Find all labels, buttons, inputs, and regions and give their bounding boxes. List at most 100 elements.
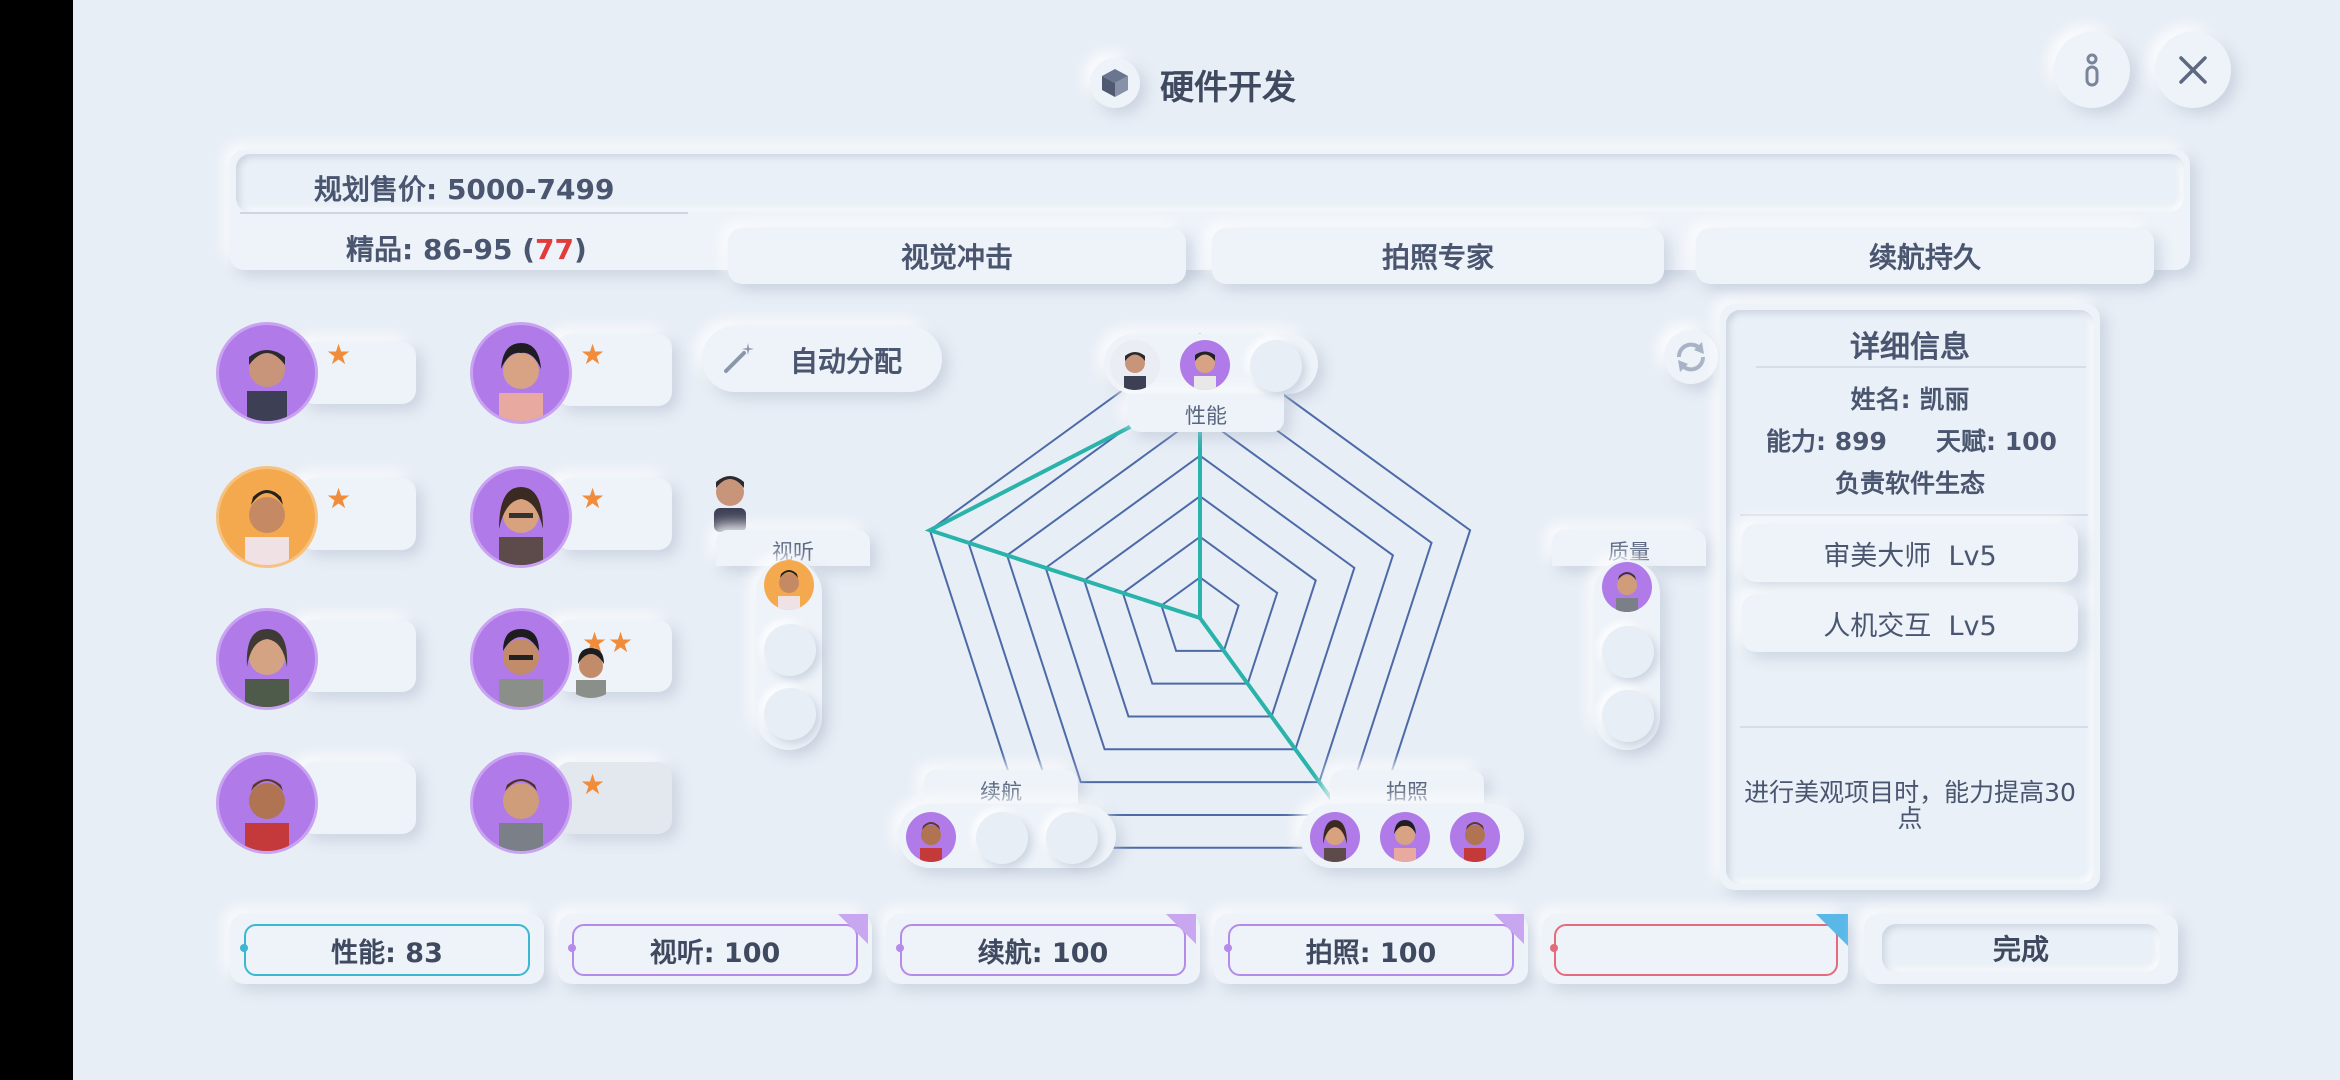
radar-ring [1083, 495, 1317, 718]
staff-slot-3[interactable] [300, 478, 416, 550]
staff-role: 负责软件生态 [1834, 469, 1985, 498]
staff-slot-4[interactable] [556, 478, 672, 550]
corner-flag [1816, 914, 1848, 946]
staff-avatar-4[interactable] [470, 466, 572, 568]
person-avatar-icon [1124, 352, 1146, 390]
staff-avatar-1[interactable] [216, 322, 318, 424]
radar-ring [1160, 576, 1240, 652]
floating-staff-avatar[interactable] [700, 464, 760, 532]
stat-label-battery: 续航: 100 [977, 937, 1109, 969]
done-button[interactable]: 完成 [1864, 914, 2178, 984]
person-avatar-icon [247, 350, 287, 421]
corner-flag [1494, 914, 1524, 944]
audio-slot-2-empty[interactable] [764, 624, 816, 676]
person-avatar-icon [499, 487, 543, 565]
quality-slot-3-empty[interactable] [1602, 690, 1654, 742]
feature-tab-1[interactable]: 视觉冲击 [728, 228, 1186, 284]
screen-edge [0, 0, 73, 1080]
star-icon: ★ [580, 482, 606, 515]
stat-dot [240, 944, 248, 952]
stat-dot [1550, 944, 1558, 952]
slot-label-battery-bg [924, 770, 1078, 806]
camera-slot-3[interactable] [1450, 812, 1500, 862]
slot-label-performance: 性能 [1185, 404, 1227, 428]
person-avatar-icon [499, 343, 543, 421]
page-title: 硬件开发 [1160, 68, 1296, 108]
star-icon: ★ [326, 338, 352, 371]
price-bar [236, 154, 2184, 212]
close-icon [2179, 56, 2207, 84]
person-avatar-icon [576, 648, 606, 698]
close-button[interactable] [2155, 32, 2231, 108]
stat-label-performance: 性能: 83 [331, 937, 443, 969]
staff-slot-5[interactable] [300, 620, 416, 692]
staff-slot-8[interactable] [556, 762, 672, 834]
slot-label-performance-bg [1128, 394, 1284, 432]
audio-slot-3-empty[interactable] [764, 688, 816, 740]
person-avatar-icon [499, 629, 543, 707]
cube-badge [1090, 58, 1140, 108]
person-avatar-icon [245, 779, 289, 851]
staff-slot-6[interactable] [556, 620, 672, 692]
feature-tab-3[interactable]: 续航持久 [1696, 228, 2154, 284]
auto-assign-button[interactable]: 自动分配 [702, 326, 942, 392]
radar-ring [1121, 535, 1279, 685]
staff-slot-2[interactable] [556, 334, 672, 406]
battery-slot-3-empty[interactable] [1046, 812, 1098, 864]
person-avatar-icon [920, 822, 942, 862]
dragging-avatar[interactable] [560, 636, 622, 698]
info-icon [2085, 53, 2099, 87]
performance-slot-1[interactable] [1110, 340, 1160, 390]
divider [240, 212, 688, 214]
info-button[interactable] [2054, 32, 2130, 108]
radar-ring [1044, 454, 1356, 751]
cube-icon [1102, 69, 1128, 97]
stat-dot [568, 944, 576, 952]
slot-label-camera: 拍照 [1386, 780, 1428, 804]
stat-performance: 性能: 83 [244, 924, 530, 976]
person-avatar-icon [245, 490, 289, 565]
refresh-button[interactable] [1664, 330, 1718, 384]
quality-value: 77 [535, 233, 575, 266]
battery-slot-1[interactable] [906, 812, 956, 862]
stat-dot [1224, 944, 1232, 952]
staff-slot-7[interactable] [300, 762, 416, 834]
performance-slot-2[interactable] [1180, 340, 1230, 390]
star-icon: ★ [608, 626, 634, 659]
camera-slot-2[interactable] [1380, 812, 1430, 862]
radar-ring [967, 373, 1433, 816]
feature-label-3: 续航持久 [1868, 241, 1981, 274]
person-avatar-icon [245, 629, 289, 707]
stat-quality [1554, 924, 1838, 976]
staff-avatar-5[interactable] [216, 608, 318, 710]
quality-prefix: 精品: 86-95 ( [346, 233, 536, 266]
skill-label-2: 人机交互 Lv5 [1823, 610, 1997, 642]
skill-label-1: 审美大师 Lv5 [1823, 540, 1997, 572]
staff-avatar-8[interactable] [470, 752, 572, 854]
done-label: 完成 [1992, 933, 2049, 966]
feature-tab-2[interactable]: 拍照专家 [1212, 228, 1664, 284]
performance-slot-3-empty[interactable] [1250, 340, 1302, 392]
person-avatar-icon [1464, 822, 1486, 862]
skill-badge-2: 人机交互 Lv5 [1742, 594, 2078, 652]
staff-name: 姓名: 凯丽 [1850, 385, 1970, 414]
stat-label-audio: 视听: 100 [649, 937, 781, 969]
camera-slot-1[interactable] [1310, 812, 1360, 862]
trait-note: 进行美观项目时，能力提高30点 [1744, 778, 2076, 833]
staff-avatar-2[interactable] [470, 322, 572, 424]
refresh-icon [1676, 342, 1706, 372]
person-avatar-icon [714, 476, 746, 532]
person-avatar-icon [499, 779, 543, 851]
corner-flag [1166, 914, 1196, 944]
audio-slot-1[interactable] [764, 560, 814, 610]
quality-slot-2-empty[interactable] [1602, 626, 1654, 678]
battery-slot-2-empty[interactable] [976, 812, 1028, 864]
person-avatar-icon [1394, 820, 1416, 862]
staff-avatar-6[interactable] [470, 608, 572, 710]
stat-dot [896, 944, 904, 952]
staff-slot-1[interactable] [300, 342, 416, 404]
quality-range: 精品: 86-95 (77) [346, 228, 587, 268]
staff-avatar-7[interactable] [216, 752, 318, 854]
quality-slot-1[interactable] [1602, 562, 1652, 612]
staff-avatar-3[interactable] [216, 466, 318, 568]
